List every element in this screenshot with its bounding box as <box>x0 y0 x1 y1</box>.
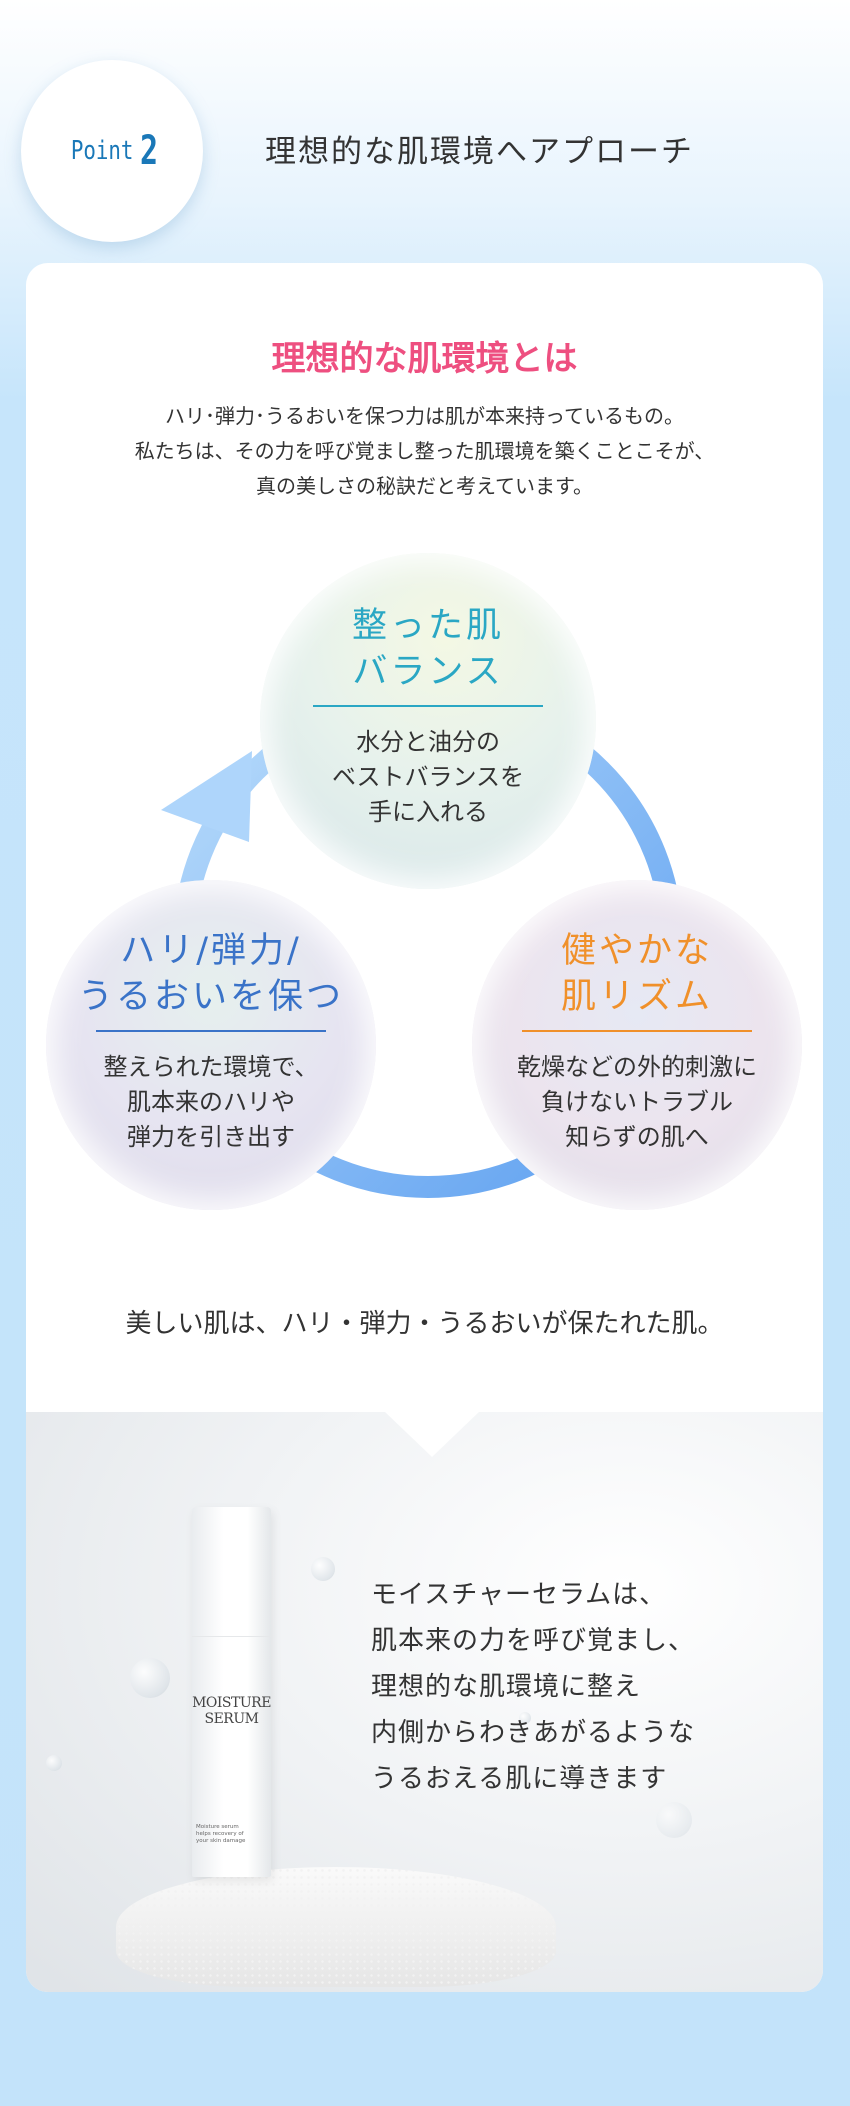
lead-line: 真の美しさの秘訣だと考えています。 <box>256 474 593 498</box>
cycle-body: 負けないトラブル <box>541 1088 733 1116</box>
lead-text: ハリ･弾力･うるおいを保つ力は肌が本来持っているもの。 私たちは、その力を呼び覚… <box>26 399 823 504</box>
product-description: モイスチャーセラムは、 肌本来の力を呼び覚まし、 理想的な肌環境に整え 内側から… <box>371 1572 695 1802</box>
cycle-body: 肌本来のハリや <box>127 1088 295 1116</box>
lead-line: ハリ･弾力･うるおいを保つ力は肌が本来持っているもの。 <box>165 404 684 428</box>
card-heading: 理想的な肌環境とは <box>271 339 578 379</box>
down-pointer-notch <box>385 1412 479 1457</box>
point-number: 2 <box>140 128 159 174</box>
cycle-body: ベストバランスを <box>332 763 524 791</box>
cycle-title: 健やかな <box>560 931 713 971</box>
cycle-title: うるおいを保つ <box>77 977 344 1017</box>
product-name: SERUM <box>204 1711 260 1727</box>
water-drop-icon <box>46 1755 62 1771</box>
divider <box>522 1030 752 1032</box>
description-line: 内側からわきあがるような <box>371 1718 696 1748</box>
cycle-item-rhythm: 健やかな肌リズム 乾燥などの外的刺激に負けないトラブル知らずの肌へ <box>472 880 802 1210</box>
description-line: 肌本来の力を呼び覚まし、 <box>371 1626 696 1656</box>
content-card: 理想的な肌環境とは ハリ･弾力･うるおいを保つ力は肌が本来持っているもの。 私た… <box>26 263 823 1992</box>
cycle-title: 整った肌 <box>351 606 504 646</box>
description-line: うるおえる肌に導きます <box>371 1764 668 1794</box>
water-drop-icon <box>656 1802 692 1838</box>
cycle-item-firmness: ハリ/弾力/うるおいを保つ 整えられた環境で、肌本来のハリや弾力を引き出す <box>46 880 376 1210</box>
divider <box>96 1030 326 1032</box>
pedestal-stone <box>116 1867 556 1987</box>
description-line: 理想的な肌環境に整え <box>371 1672 642 1702</box>
cycle-title: 肌リズム <box>560 977 713 1017</box>
arrow-head-icon <box>161 751 252 842</box>
cycle-body: 水分と油分の <box>356 728 500 756</box>
product-caption: helps recovery of <box>196 1831 244 1837</box>
product-name: MOISTURE <box>192 1695 271 1711</box>
water-drop-icon <box>130 1658 170 1698</box>
cycle-title: バランス <box>352 652 504 692</box>
cycle-body: 知らずの肌へ <box>565 1123 709 1151</box>
product-caption: your skin damage <box>196 1838 246 1844</box>
cycle-body: 手に入れる <box>368 798 488 826</box>
cycle-body: 乾燥などの外的刺激に <box>517 1053 757 1081</box>
section-title: 理想的な肌環境へアプローチ <box>265 134 694 170</box>
lead-line: 私たちは、その力を呼び覚まし整った肌環境を築くことこそが、 <box>134 439 715 463</box>
cycle-body: 整えられた環境で、 <box>103 1053 319 1081</box>
divider <box>313 705 543 707</box>
cycle-title: ハリ/弾力/ <box>120 931 302 971</box>
cycle-item-balance: 整った肌バランス 水分と油分のベストバランスを手に入れる <box>260 553 596 889</box>
water-drop-icon <box>311 1557 335 1581</box>
cycle-body: 弾力を引き出す <box>127 1123 295 1151</box>
description-line: モイスチャーセラムは、 <box>371 1580 667 1610</box>
point-label: Point <box>70 136 134 166</box>
water-drop-icon <box>519 1712 531 1724</box>
summary-statement: 美しい肌は、ハリ・弾力・うるおいが保たれた肌。 <box>125 1309 724 1339</box>
product-caption: Moisture serum <box>196 1824 239 1830</box>
